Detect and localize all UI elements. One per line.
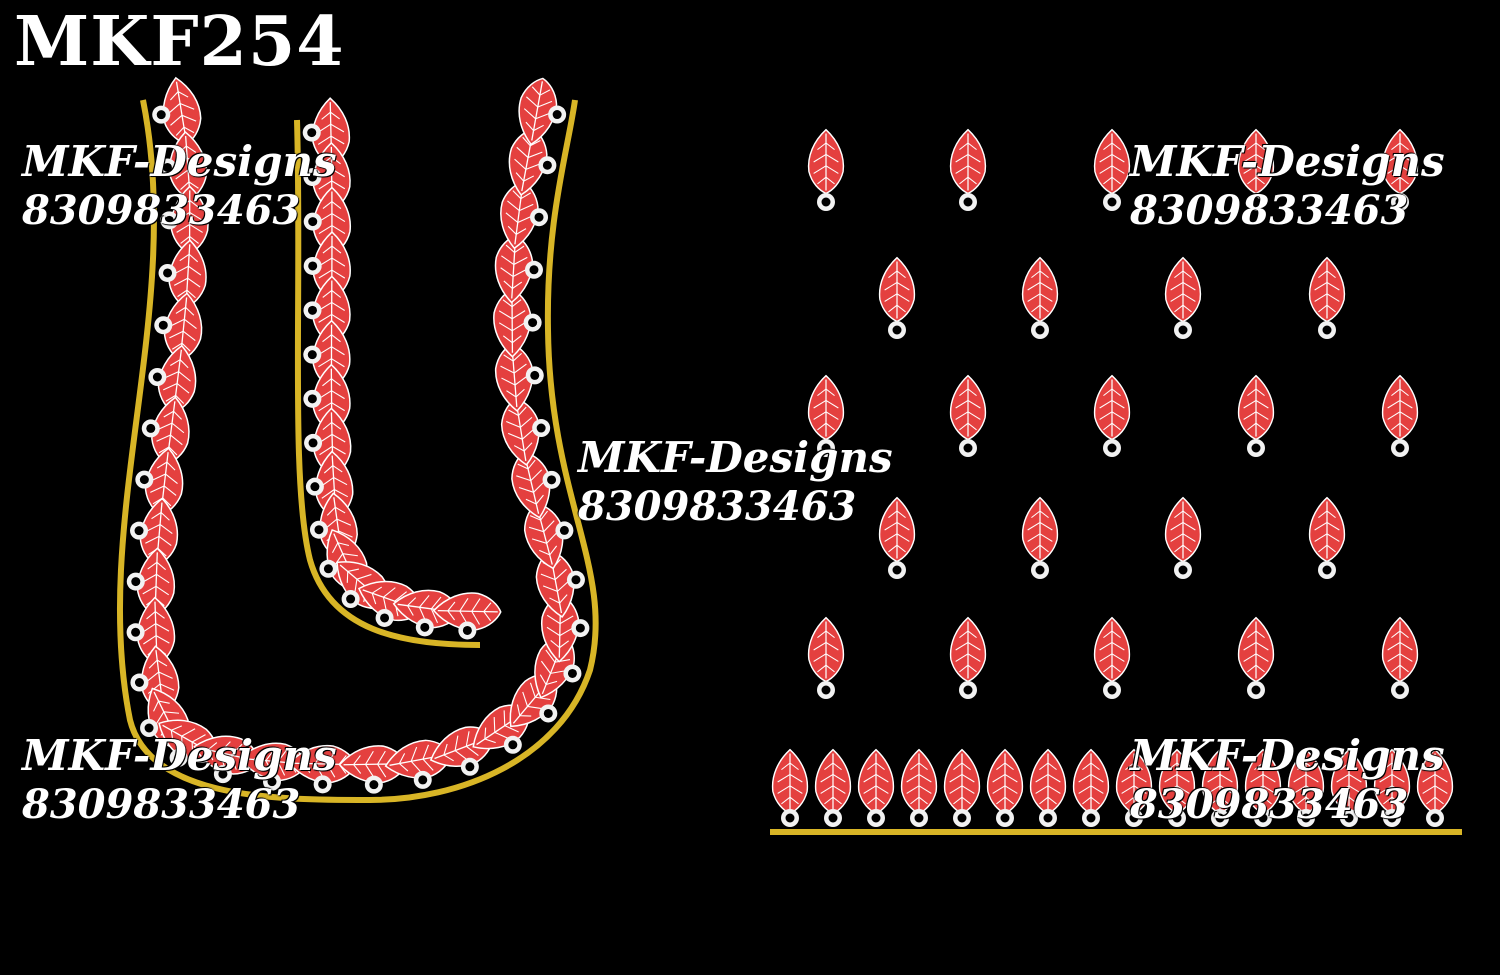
ring-motif [555, 521, 574, 540]
ring-motif [460, 757, 479, 776]
leaf-motif [814, 748, 852, 815]
watermark-brand: MKF-Designs [22, 137, 337, 186]
ring-motif [135, 470, 154, 489]
butta-motif [1383, 376, 1418, 457]
ring-motif [309, 520, 328, 539]
watermark-phone: 8309833463 [1130, 781, 1409, 829]
neckline-inner-piping [294, 119, 481, 648]
ring-motif [566, 570, 585, 589]
watermark-brand: MKF-Designs [1130, 731, 1445, 780]
watermark: MKF-Designs 8309833463 [1130, 730, 1445, 830]
ring-motif [375, 608, 394, 627]
ring-motif [130, 673, 149, 692]
butta-motif [1023, 258, 1058, 339]
watermark: MKF-Designs 8309833463 [1130, 136, 1445, 236]
ring-motif [364, 775, 383, 794]
watermark: MKF-Designs 8309833463 [578, 432, 893, 532]
ring-motif [303, 256, 322, 275]
ring-motif [824, 809, 842, 827]
watermark-brand: MKF-Designs [578, 433, 893, 482]
butta-motif [1166, 498, 1201, 579]
design-code: MKF254 [14, 2, 345, 82]
neckline-outer-piping [116, 99, 599, 804]
ring-motif [141, 419, 160, 438]
butta-motif [809, 130, 844, 211]
leaf-motif [986, 748, 1024, 815]
watermark-phone: 8309833463 [578, 483, 857, 531]
butta-motif [1310, 258, 1345, 339]
ring-motif [319, 559, 338, 578]
ring-motif [158, 263, 177, 282]
watermark: MKF-Designs 8309833463 [22, 730, 337, 830]
leaf-motif [1072, 748, 1110, 815]
ring-motif [305, 477, 324, 496]
butta-motif [951, 376, 986, 457]
watermark-brand: MKF-Designs [22, 731, 337, 780]
ring-motif [341, 590, 360, 609]
leaf-motif [857, 748, 895, 815]
ring-motif [130, 521, 149, 540]
ring-motif [781, 809, 799, 827]
butta-motif [880, 258, 915, 339]
ring-motif [415, 618, 434, 637]
butta-motif [1095, 376, 1130, 457]
watermark-phone: 8309833463 [22, 187, 301, 235]
ring-motif [1039, 809, 1057, 827]
ring-motif [126, 623, 145, 642]
ring-motif [303, 345, 322, 364]
watermark-phone: 8309833463 [22, 781, 301, 829]
ring-motif [503, 735, 522, 754]
ring-motif [996, 809, 1014, 827]
ring-motif [525, 366, 544, 385]
ring-motif [524, 260, 543, 279]
butta-motif [951, 618, 986, 699]
ring-motif [303, 301, 322, 320]
butta-motif [1239, 376, 1274, 457]
ring-motif [530, 208, 549, 227]
butta-motif [951, 130, 986, 211]
ring-motif [953, 809, 971, 827]
ring-motif [548, 105, 567, 124]
ring-motif [563, 664, 582, 683]
ring-motif [148, 367, 167, 386]
ring-motif [539, 704, 558, 723]
butta-motif [1095, 130, 1130, 211]
butta-motif [1023, 498, 1058, 579]
watermark: MKF-Designs 8309833463 [22, 136, 337, 236]
butta-motif [1310, 498, 1345, 579]
leaf-motif [771, 748, 809, 815]
butta-motif [1095, 618, 1130, 699]
ring-motif [303, 389, 322, 408]
ring-motif [1082, 809, 1100, 827]
butta-motif [1383, 618, 1418, 699]
ring-motif [413, 770, 432, 789]
leaf-motif [900, 748, 938, 815]
leaf-motif [943, 748, 981, 815]
watermark-phone: 8309833463 [1130, 187, 1409, 235]
ring-motif [154, 316, 173, 335]
watermark-brand: MKF-Designs [1130, 137, 1445, 186]
ring-motif [867, 809, 885, 827]
butta-motif [1166, 258, 1201, 339]
ring-motif [538, 156, 557, 175]
ring-motif [571, 619, 590, 638]
ring-motif [126, 572, 145, 591]
ring-motif [304, 433, 323, 452]
ring-motif [458, 621, 477, 640]
ring-motif [523, 313, 542, 332]
ring-motif [152, 105, 171, 124]
leaf-motif [1029, 748, 1067, 815]
ring-motif [542, 470, 561, 489]
butta-motif [1239, 618, 1274, 699]
ring-motif [910, 809, 928, 827]
ring-motif [532, 419, 551, 438]
butta-motif [809, 618, 844, 699]
